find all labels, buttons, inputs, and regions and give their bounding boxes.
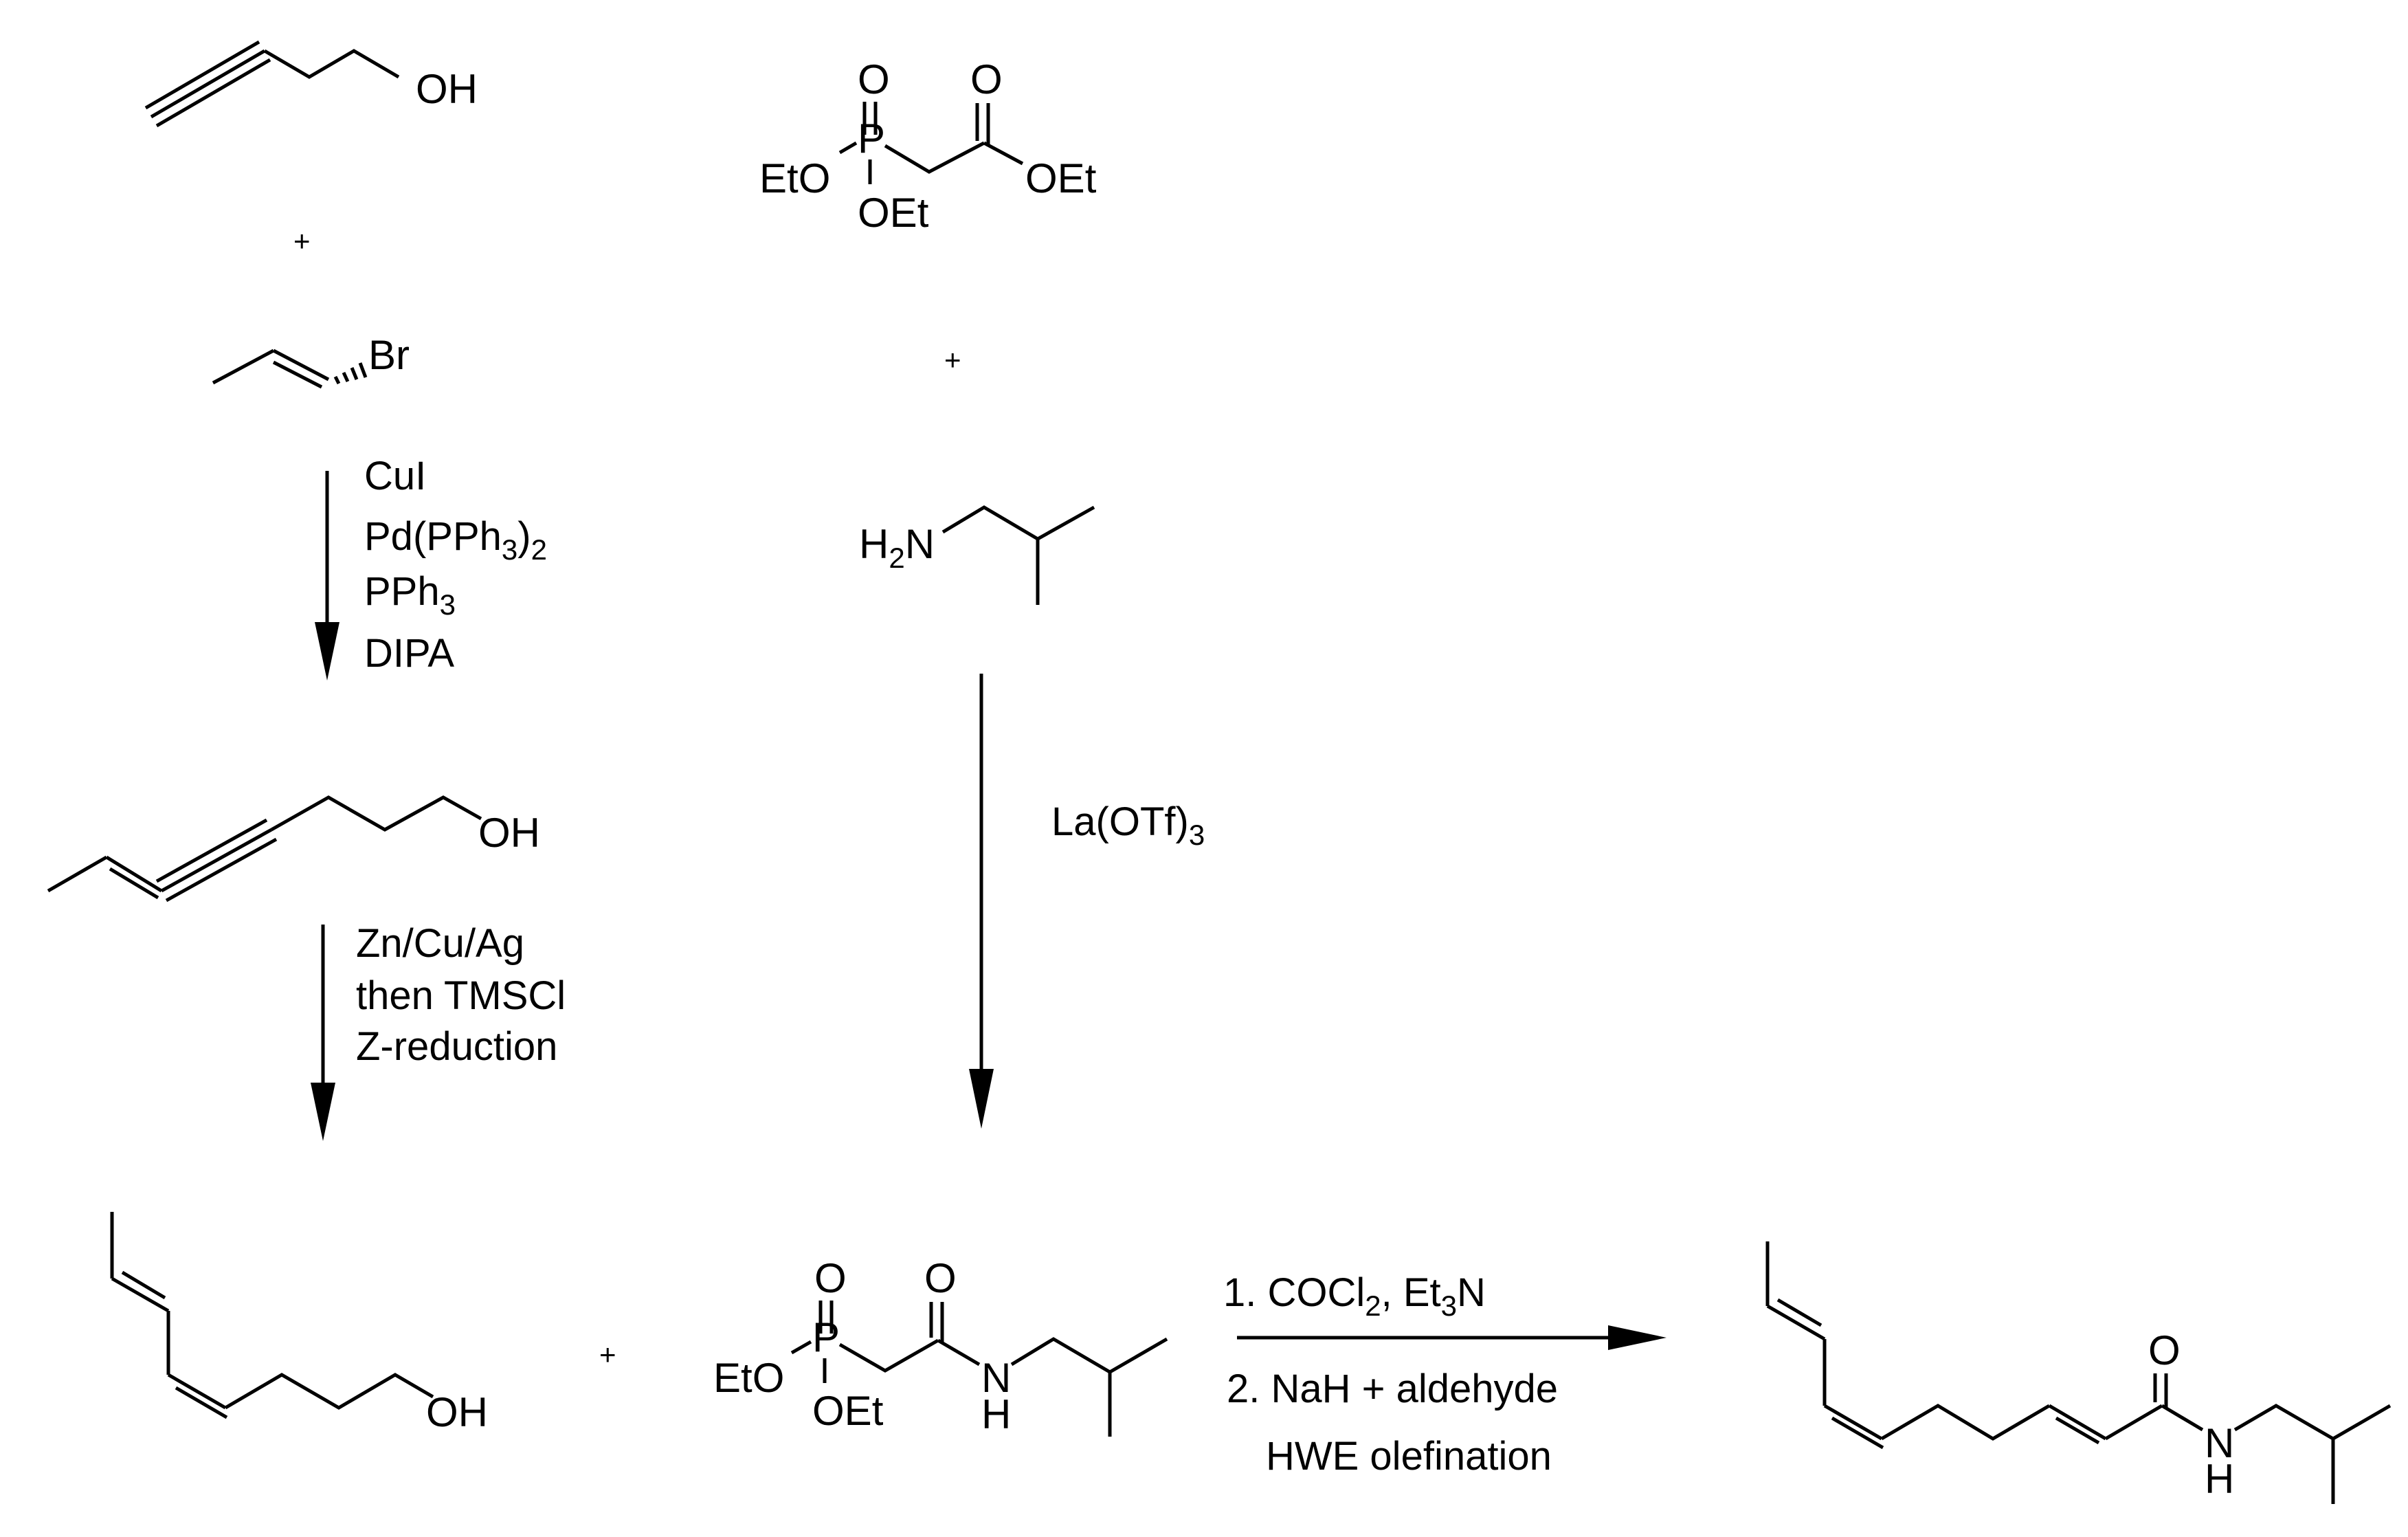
atom-label-oet: OEt	[812, 1388, 884, 1434]
reagent-line-3: HWE olefination	[1266, 1434, 1552, 1479]
bond	[790, 1340, 812, 1355]
reagent-z-reduction: Z-reduction	[356, 1024, 557, 1069]
bond	[224, 1373, 434, 1410]
molecule-phosphonoacetate: O O P EtO OEt OEt	[759, 56, 1097, 236]
atom-label-eto: EtO	[759, 155, 830, 201]
molecule-product: O N H	[1765, 1241, 2392, 1504]
atom-label-p: P	[812, 1314, 840, 1360]
hashed-wedge	[333, 362, 368, 385]
atom-label-h: H	[2205, 1456, 2234, 1502]
reagents-step-4: 1. COCl2, Et3N 2. NaH + aldehyde HWE ole…	[1223, 1270, 1558, 1479]
atom-label-o: O	[858, 56, 890, 102]
double-bond	[2048, 1404, 2107, 1441]
bond	[263, 49, 400, 79]
reaction-arrow-4	[1237, 1325, 1666, 1350]
bond	[1880, 1404, 2051, 1441]
triple-bond	[165, 837, 278, 903]
reagent-pd-catalyst: Pd(PPh3)2	[364, 514, 547, 566]
bond	[2233, 1404, 2392, 1441]
atom-label-oet: OEt	[1025, 155, 1097, 201]
double-bond	[1823, 1404, 1883, 1441]
bond	[941, 505, 1095, 541]
double-bond	[272, 349, 330, 382]
reagents-step-3: La(OTf)3	[1051, 799, 1205, 851]
double-bond	[175, 1386, 228, 1419]
atom-label-nh2: H2N	[859, 521, 935, 574]
bond	[212, 349, 275, 385]
double-bond	[1776, 1298, 1822, 1327]
reagent-line-1: 1. COCl2, Et3N	[1223, 1270, 1486, 1322]
reagent-then-tmscl: then TMSCl	[356, 973, 566, 1018]
bond	[47, 855, 108, 893]
atom-label-eto: EtO	[713, 1355, 784, 1401]
double-bond	[111, 1276, 170, 1313]
reagent-zn-cu-ag: Zn/Cu/Ag	[356, 921, 524, 966]
atom-label-n: N	[981, 1355, 1011, 1401]
atom-label-oh: OH	[478, 810, 540, 856]
atom-label-br: Br	[368, 332, 410, 378]
molecule-diene-alcohol: OH	[110, 1212, 488, 1435]
molecule-bromopropene: Br	[212, 332, 410, 389]
triple-bond	[155, 58, 271, 128]
atom-label-n: N	[2205, 1420, 2234, 1466]
triple-bond	[160, 828, 273, 893]
reagent-dipa: DIPA	[364, 631, 454, 676]
reagents-step-1: CuI Pd(PPh3)2 PPh3 DIPA	[364, 454, 547, 676]
atom-label-o: O	[970, 56, 1003, 102]
atom-label-oh: OH	[426, 1389, 488, 1435]
reaction-arrow-3	[969, 674, 994, 1129]
reagent-pph3: PPh3	[364, 569, 456, 621]
bond	[937, 1338, 981, 1367]
reagent-la-otf3: La(OTf)3	[1051, 799, 1205, 851]
bond	[983, 141, 1024, 166]
bond	[2161, 1404, 2204, 1432]
molecule-enyne-alcohol: OH	[47, 795, 540, 903]
double-bond	[1766, 1304, 1826, 1341]
plus-sign: +	[599, 1338, 616, 1371]
double-bond	[272, 360, 323, 389]
atom-label-oet: OEt	[858, 190, 929, 236]
double-bond	[1831, 1416, 1884, 1450]
double-bond	[105, 855, 163, 893]
plus-sign: +	[293, 225, 311, 257]
bond	[838, 141, 858, 155]
reagents-step-2: Zn/Cu/Ag then TMSCl Z-reduction	[356, 921, 566, 1069]
bond	[270, 795, 482, 832]
triple-bond	[144, 40, 260, 110]
triple-bond	[155, 818, 268, 883]
double-bond	[2055, 1416, 2100, 1445]
atom-label-o: O	[924, 1255, 957, 1301]
atom-label-o: O	[814, 1255, 847, 1301]
double-bond	[121, 1270, 166, 1300]
reagent-cui: CuI	[364, 454, 426, 498]
bond	[2104, 1404, 2163, 1441]
bond	[884, 141, 985, 174]
bond	[838, 1338, 939, 1373]
reaction-arrow-2	[311, 925, 335, 1141]
double-bond	[167, 1373, 227, 1410]
plus-sign: +	[944, 344, 961, 376]
molecule-pentynol: OH	[144, 40, 478, 128]
atom-label-o: O	[2148, 1327, 2181, 1373]
triple-bond	[150, 49, 266, 119]
double-bond	[109, 867, 159, 900]
reagent-line-2: 2. NaH + aldehyde	[1227, 1367, 1558, 1411]
reaction-arrow-1	[315, 471, 339, 681]
molecule-isobutylamine: H2N	[859, 505, 1095, 605]
atom-label-oh: OH	[416, 66, 478, 112]
molecule-phosphonoamide: O O P EtO OEt N H	[713, 1255, 1168, 1437]
atom-label-p: P	[858, 115, 885, 162]
atom-label-h: H	[981, 1391, 1011, 1437]
bond	[1010, 1337, 1168, 1374]
